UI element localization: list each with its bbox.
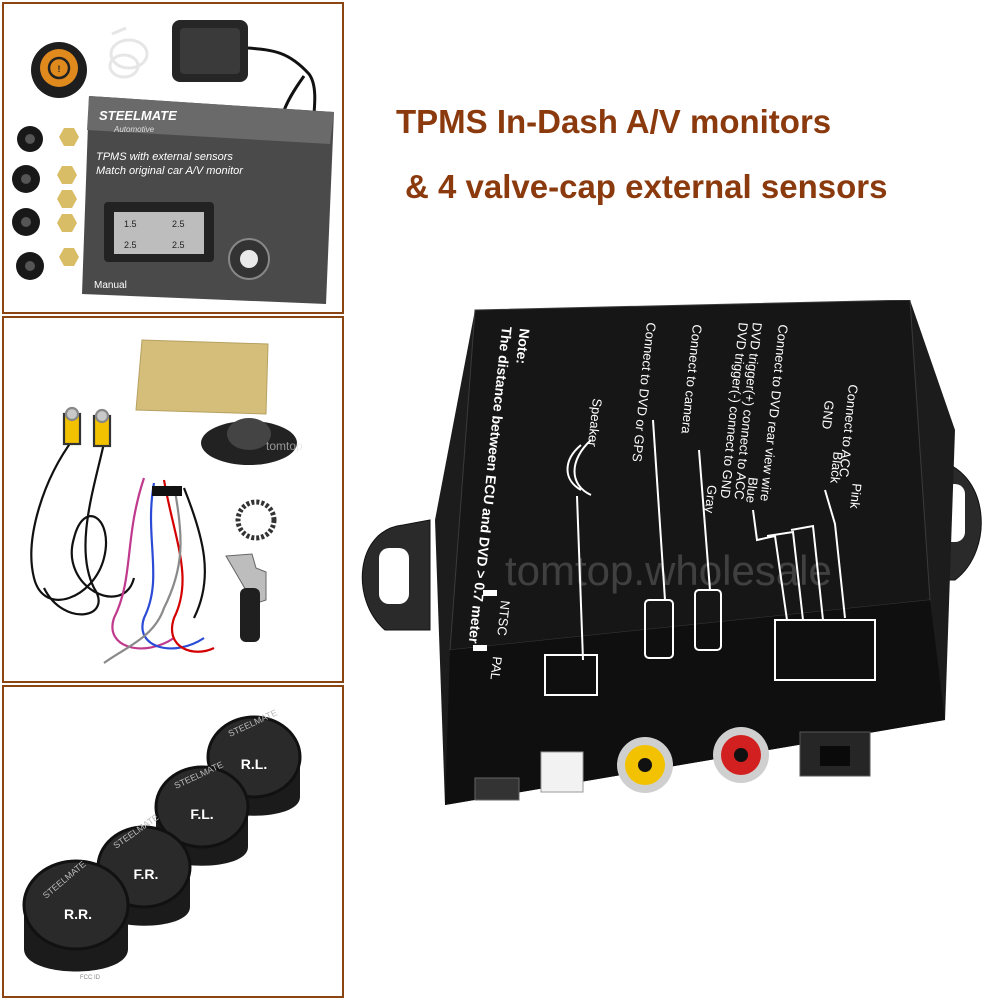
coiled-cable [108, 26, 149, 79]
wrench [225, 553, 267, 642]
switch-label-pal: PAL [488, 656, 505, 681]
manual-screen-value-3: 2.5 [124, 240, 137, 250]
accessories-panel-middle: tomtop [2, 316, 344, 683]
user-manual: STEELMATE Automotive TPMS with external … [82, 96, 334, 304]
manual-line-2: Match original car A/V monitor [96, 165, 244, 177]
headline-line-1: TPMS In-Dash A/V monitors [396, 103, 832, 140]
adhesive-pad [135, 339, 269, 415]
sensor-label-rr: R.R. [64, 906, 92, 922]
manual-subbrand: Automotive [113, 125, 155, 134]
manual-screen-value-4: 2.5 [172, 240, 185, 250]
wire-color-gray: Gray [702, 484, 720, 514]
wire-color-blue: Blue [743, 476, 761, 503]
headline-line-2: & 4 valve-cap external sensors [405, 168, 888, 205]
front-ports [474, 727, 871, 801]
manual-screen-value-2: 2.5 [172, 219, 185, 229]
sensor-mount-bracket: tomtop [201, 418, 303, 465]
accessories-middle-illustration: tomtop [30, 339, 303, 664]
rubber-rings-and-nuts [12, 126, 79, 280]
sensor-label-fl: F.L. [190, 806, 213, 822]
sensor-front-left: STEELMATE F.L. [154, 759, 250, 866]
note-title: Note: [513, 328, 533, 365]
switch-label-ntsc: NTSC [494, 600, 513, 637]
sensor-label-fr: F.R. [134, 866, 159, 882]
manual-line-1: TPMS with external sensors [96, 151, 233, 163]
wire-label-speaker: Speaker [585, 398, 605, 448]
tpms-button: ! [31, 42, 87, 98]
wire-label-gnd: GND [819, 400, 837, 430]
svg-text:!: ! [58, 64, 61, 74]
sensor-label-rl: R.L. [241, 756, 267, 772]
valve-cap-sensors: STEELMATE R.L. STEELMATE F.L. STEELMATE … [22, 707, 302, 981]
video-mode-switches: NTSC PAL [473, 590, 513, 681]
lock-washer [235, 499, 277, 541]
watermark-main: tomtop.wholesale [505, 547, 832, 594]
manual-screen-value-1: 1.5 [124, 219, 137, 229]
manual-footer: Manual [94, 280, 127, 291]
sensor-fcc-text: FCC ID [80, 975, 101, 981]
sensors-panel: STEELMATE R.L. STEELMATE F.L. STEELMATE … [2, 685, 344, 998]
watermark-small: tomtop [266, 439, 303, 453]
wiring-diagram [544, 419, 876, 696]
accessories-panel-top: ! STEELMATE Automotive TPMS with externa… [2, 2, 344, 314]
rca-cables [30, 406, 136, 616]
sensor-rear-right: STEELMATE R.R. FCC ID [22, 859, 130, 981]
wire-color-pink: Pink [847, 483, 865, 510]
wiring-harness [103, 477, 215, 664]
manual-brand: STEELMATE [99, 108, 177, 123]
tpms-ecu-box: Note: The distance between ECU and DVD >… [361, 300, 982, 805]
accessories-top-illustration: ! STEELMATE Automotive TPMS with externa… [12, 20, 334, 304]
wire-color-black: Black [827, 451, 845, 485]
